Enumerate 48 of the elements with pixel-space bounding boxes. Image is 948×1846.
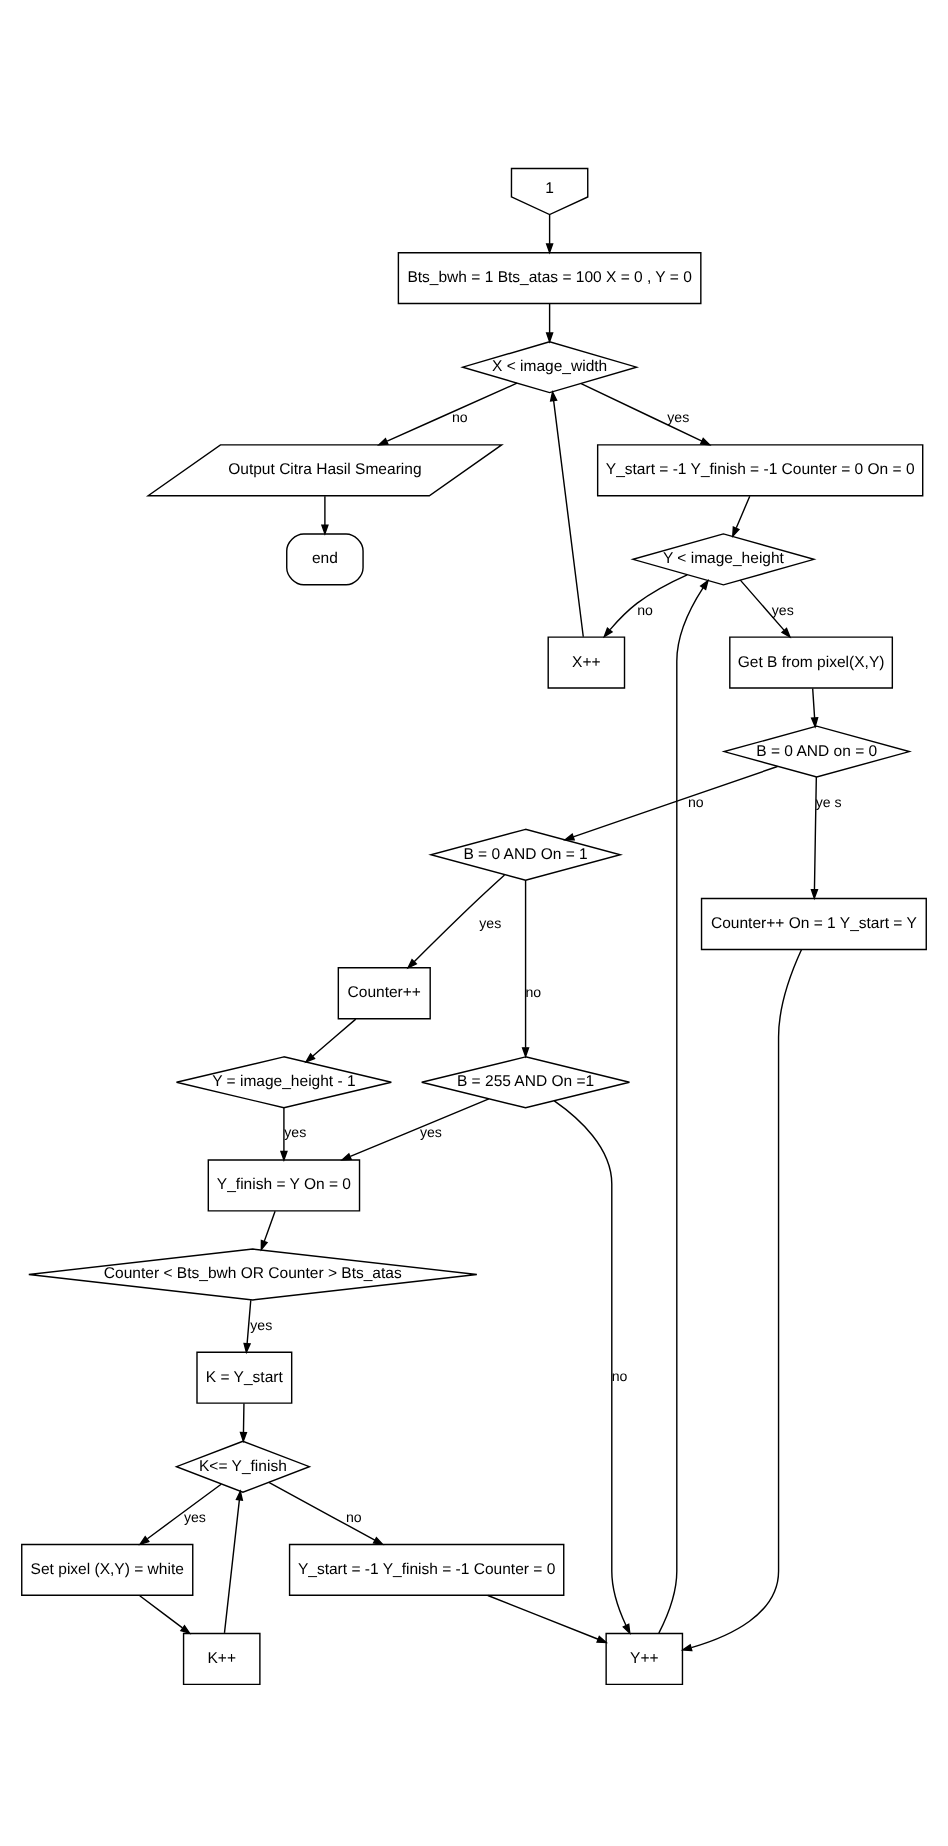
node-box: Y_start = -1 Y_finish = -1 Counter = 0 [288, 1542, 565, 1595]
node-box: Bts_bwh = 1 Bts_atas = 100 X = 0 , Y = 0 [397, 251, 702, 304]
arrow [563, 764, 779, 840]
arrow [243, 1298, 252, 1354]
arrow [406, 873, 506, 969]
arrow [487, 1593, 609, 1643]
arrow [810, 686, 819, 728]
arrow [739, 578, 792, 638]
node-box: Counter++ On = 1 Y_start = Y [700, 896, 927, 950]
arrow [658, 577, 710, 1633]
node-diamond: B = 255 AND On =1 [421, 1055, 631, 1108]
arrow [521, 878, 530, 1058]
node-diamond: Y < image_height [630, 532, 817, 585]
node-box: Counter++ [337, 966, 431, 1019]
arrow [223, 1488, 244, 1633]
node-box: Set pixel (X,Y) = white [21, 1542, 194, 1595]
arrow [239, 1401, 248, 1443]
node-box: K = Y_start [196, 1350, 293, 1403]
arrow [553, 1099, 631, 1635]
node-diamond: X < image_width [460, 340, 640, 393]
arrow [268, 1480, 385, 1545]
node-box: K++ [182, 1631, 261, 1685]
arrow [320, 494, 329, 535]
arrow [138, 1482, 222, 1545]
arrow [580, 381, 712, 445]
arrow [549, 388, 584, 637]
node-box: X++ [547, 635, 626, 688]
arrow [260, 1209, 276, 1251]
arrow [545, 302, 554, 343]
arrow [731, 494, 751, 538]
node-box: end [286, 532, 364, 585]
node-box: Get B from pixel(X,Y) [729, 635, 894, 688]
arrow [545, 213, 554, 254]
node-diamond: K<= Y_finish [174, 1439, 312, 1492]
node-box: Y_finish = Y On = 0 [207, 1158, 361, 1211]
node-box: Y_start = -1 Y_finish = -1 Counter = 0 On = 0 [596, 443, 924, 496]
arrow [139, 1594, 192, 1634]
node-diamond: B = 0 AND on = 0 [721, 724, 912, 777]
node-diamond: Y = image_height - 1 [175, 1055, 393, 1108]
arrow [810, 775, 819, 900]
node-diamond: Counter < Bts_bwh OR Counter > Bts_atas [28, 1247, 478, 1300]
arrow [340, 1097, 490, 1160]
arrow [304, 1017, 357, 1063]
node-box: Y++ [605, 1631, 684, 1685]
arrow [680, 947, 803, 1651]
arrow [279, 1106, 288, 1162]
arrow [376, 381, 518, 445]
arrow [602, 573, 688, 638]
